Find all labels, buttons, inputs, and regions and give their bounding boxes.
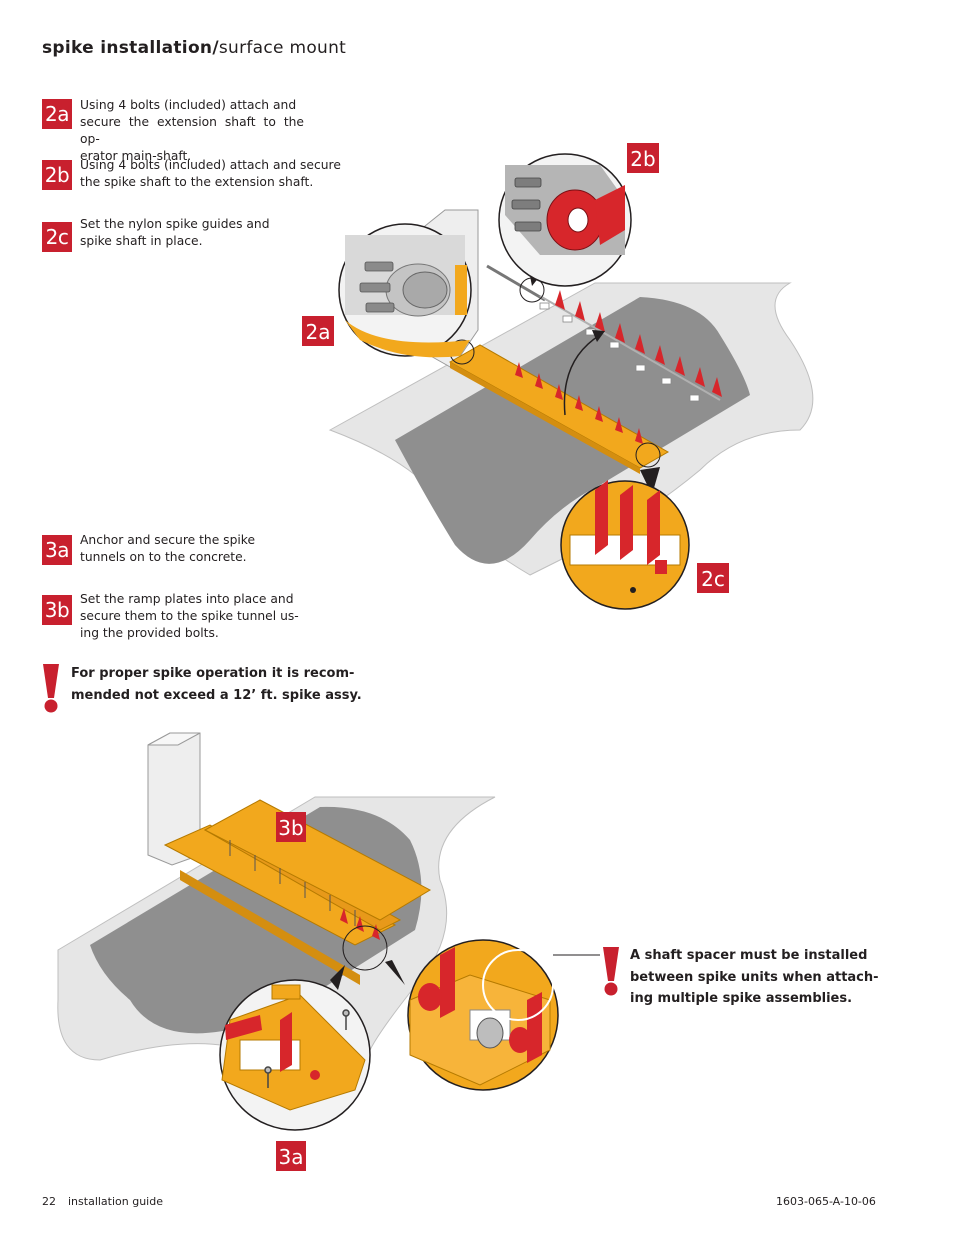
step-badge-2b: 2b <box>42 160 72 190</box>
warning-2-line-3: ing multiple spike assemblies. <box>630 991 853 1006</box>
footer-page-number: 22 <box>42 1195 56 1208</box>
assembly-arrow-head <box>592 330 605 342</box>
figure-badge-2c <box>697 563 729 593</box>
callout-marker-2c <box>635 442 661 468</box>
step-3b-line-3: ing the provided bolts. <box>80 626 219 640</box>
step-text-2a: Using 4 bolts (included) attach and secu… <box>80 97 304 165</box>
figure-label-2b: 2b <box>630 147 655 171</box>
step-2a-line-2: secure the extension shaft to the op- <box>80 115 304 146</box>
spike-tunnel-edge <box>450 362 640 474</box>
step-badge-3a: 3a <box>42 535 72 565</box>
step-2b-line-2: the spike shaft to the extension shaft. <box>80 175 314 189</box>
page-title-light: surface mount <box>218 38 347 58</box>
connector-2a <box>454 344 463 353</box>
figure-label-2a: 2a <box>306 320 331 344</box>
step-2b-line-1: Using 4 bolts (included) attach and secu… <box>80 158 341 172</box>
page-title-bold: spike installation/ <box>42 38 219 58</box>
ramp-plate-front <box>163 824 397 946</box>
step-2a-line-1: Using 4 bolts (included) attach and <box>80 98 297 112</box>
road-lane-bottom <box>90 806 422 1034</box>
footer-doc-code: 1603-065-A-10-06 <box>776 1195 876 1208</box>
figure-label-2c: 2c <box>701 567 725 591</box>
detail-circle-2a <box>338 223 472 358</box>
page-title: spike installation/surface mount <box>42 38 346 58</box>
detail-circle-3a <box>219 979 371 1131</box>
connector-3b <box>385 960 405 985</box>
warning-spike-length: For proper spike operation it is recom- … <box>71 663 371 706</box>
tunnel-spikes <box>515 362 643 444</box>
operator-housing <box>419 209 479 369</box>
warning-exclamation-icon-2 <box>603 947 619 996</box>
connector-2b <box>530 266 548 286</box>
step-3b-line-2: secure them to the spike tunnel us- <box>80 609 299 623</box>
connector-2c <box>640 467 660 495</box>
anchor-bolts <box>229 840 356 926</box>
step-text-2b: Using 4 bolts (included) attach and secu… <box>80 157 342 191</box>
exploded-spike-shaft <box>539 290 722 402</box>
step-2c-line-2: spike shaft in place. <box>80 234 203 248</box>
detail-circle-2c <box>560 480 690 610</box>
step-text-3b: Set the ramp plates into place and secur… <box>80 591 300 642</box>
step-badge-2a: 2a <box>42 99 72 129</box>
assembly-arrow <box>563 334 601 416</box>
figure-badge-3a <box>276 1141 306 1171</box>
footer-guide-name: installation guide <box>68 1195 163 1208</box>
concrete-slab <box>328 282 814 576</box>
warning-exclamation-icon <box>43 664 59 713</box>
warning-2-line-2: between spike units when attach- <box>630 969 879 985</box>
extension-shaft <box>486 264 546 302</box>
warning-shaft-spacer: A shaft spacer must be installed between… <box>630 945 880 1010</box>
figure-label-3a: 3a <box>279 1145 304 1169</box>
detail-circle-2b <box>498 153 632 287</box>
step-text-2c: Set the nylon spike guides and spike sha… <box>80 216 280 250</box>
step-badge-2c: 2c <box>42 222 72 252</box>
bollard-top <box>147 732 201 746</box>
bottom-spikes <box>340 908 380 940</box>
bollard <box>147 732 201 866</box>
step-3a-line-2: tunnels on to the concrete. <box>80 550 247 564</box>
callout-marker-2b <box>519 277 545 303</box>
step-3a-line-1: Anchor and secure the spike <box>80 533 256 547</box>
ramp-plate-back <box>180 870 360 985</box>
concrete-slab-bottom <box>57 796 496 1061</box>
step-3b-line-1: Set the ramp plates into place and <box>80 592 294 606</box>
detail-circle-3b <box>407 939 559 1091</box>
figure-badge-3b <box>276 812 306 842</box>
connector-3a <box>330 965 345 990</box>
spike-tunnel-bottom <box>203 819 402 931</box>
warning-1-line-1: For proper spike operation it is recom- <box>71 666 355 681</box>
warning-2-line-1: A shaft spacer must be installed <box>630 948 868 963</box>
step-2c-line-1: Set the nylon spike guides and <box>80 217 270 231</box>
step-text-3a: Anchor and secure the spike tunnels on t… <box>80 532 280 566</box>
figure-badge-2a <box>302 316 334 346</box>
figure-label-3b: 3b <box>278 816 303 840</box>
step-2a-line-3: erator main-shaft. <box>80 149 192 163</box>
warning-1-line-2: mended not exceed a 12’ ft. spike assy. <box>71 687 362 703</box>
callout-marker-2a <box>449 339 475 365</box>
figure-badge-2b <box>627 143 659 173</box>
step-badge-3b: 3b <box>42 595 72 625</box>
detail-3b-inset <box>482 949 554 1021</box>
ramp-plate-rear <box>203 799 432 921</box>
callout-marker-3a <box>342 925 388 971</box>
spike-tunnel <box>448 344 670 469</box>
road-lane <box>395 297 750 564</box>
